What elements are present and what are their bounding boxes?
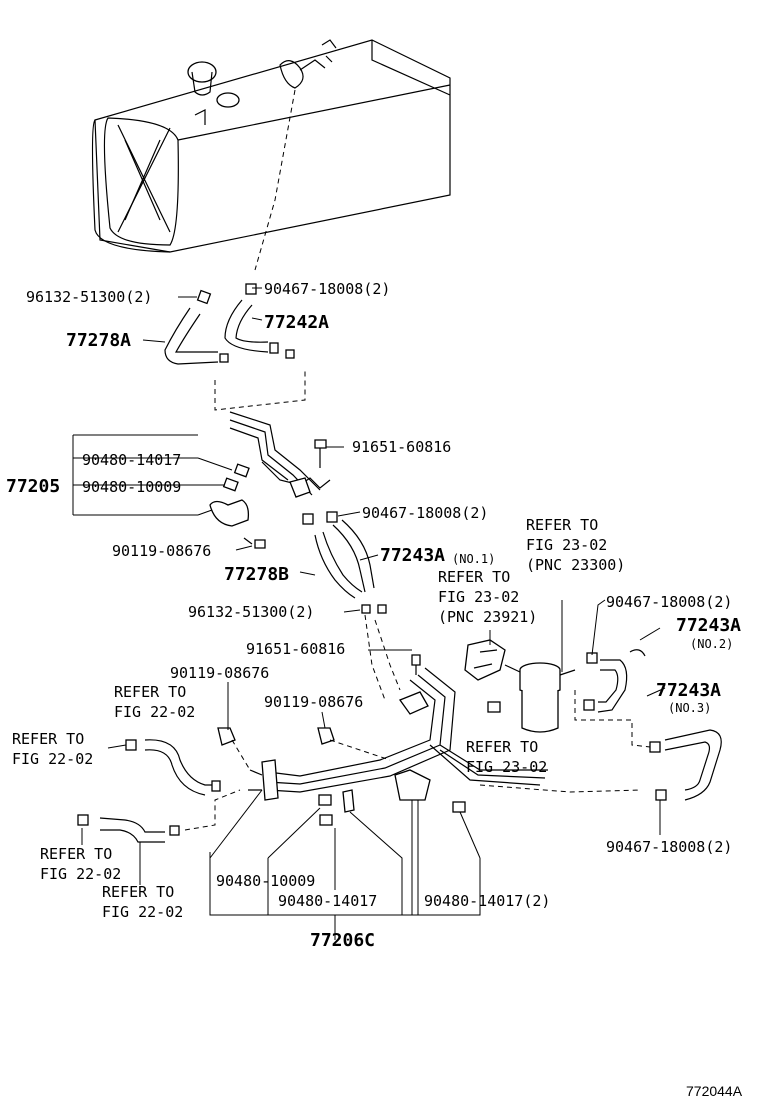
part-labels: 96132-51300(2) 90467-18008(2) 77242A 772… [6, 280, 743, 1099]
line-assembly-77206C [248, 654, 548, 826]
hose-77278B [302, 513, 363, 599]
label-77243A-no3: 77243A [656, 680, 721, 701]
label-90467-top: 90467-18008(2) [264, 280, 390, 298]
fuel-filter [464, 639, 576, 733]
svg-text:(PNC 23921): (PNC 23921) [438, 608, 537, 626]
label-90467-right-bottom: 90467-18008(2) [606, 838, 732, 856]
svg-text:FIG 23-02: FIG 23-02 [438, 588, 519, 606]
svg-text:REFER TO: REFER TO [466, 738, 538, 756]
svg-text:REFER TO: REFER TO [40, 845, 112, 863]
label-90119-c: 90119-08676 [264, 693, 363, 711]
hose-77243A-no2 [583, 649, 646, 713]
hose-77243A-no3 [649, 729, 722, 801]
refer-to-22-02-b: REFER TO FIG 22-02 [12, 730, 93, 768]
hose-left-upper [125, 739, 221, 796]
label-77242A: 77242A [264, 312, 329, 333]
refer-to-23300: REFER TO FIG 23-02 (PNC 23300) [526, 516, 625, 574]
label-77243A-no2: 77243A [676, 615, 741, 636]
label-77243A-no2-note: (NO.2) [690, 637, 733, 651]
hose-left-lower [77, 814, 180, 843]
refer-to-23921: REFER TO FIG 23-02 (PNC 23921) [438, 568, 537, 626]
svg-text:(PNC 23300): (PNC 23300) [526, 556, 625, 574]
label-90480-14017: 90480-14017 [82, 451, 181, 469]
refer-to-22-02-d: REFER TO FIG 22-02 [102, 883, 183, 921]
label-77206C: 77206C [310, 930, 375, 951]
svg-text:REFER TO: REFER TO [526, 516, 598, 534]
svg-text:FIG 22-02: FIG 22-02 [114, 703, 195, 721]
refer-to-22-02-a: REFER TO FIG 22-02 [114, 683, 195, 721]
label-90119-a: 90119-08676 [112, 542, 211, 560]
label-96132-mid: 96132-51300(2) [188, 603, 314, 621]
label-90467-mid: 90467-18008(2) [362, 504, 488, 522]
label-90119-b: 90119-08676 [170, 664, 269, 682]
label-91651-a: 91651-60816 [352, 438, 451, 456]
svg-text:REFER TO: REFER TO [102, 883, 174, 901]
hose-77242A [224, 283, 295, 359]
svg-text:FIG 23-02: FIG 23-02 [466, 758, 547, 776]
svg-text:FIG 22-02: FIG 22-02 [40, 865, 121, 883]
label-77243A-no3-note: (NO.3) [668, 701, 711, 715]
hose-77278A [164, 289, 229, 365]
label-90480-14017-b: 90480-14017 [278, 892, 377, 910]
svg-text:FIG 22-02: FIG 22-02 [102, 903, 183, 921]
fuel-tank [91, 39, 451, 253]
label-77278B: 77278B [224, 564, 289, 585]
label-96132-top: 96132-51300(2) [26, 288, 152, 306]
refer-to-23-02: REFER TO FIG 23-02 [466, 738, 547, 776]
label-90480-10009-b: 90480-10009 [216, 872, 315, 890]
svg-text:REFER TO: REFER TO [114, 683, 186, 701]
figure-id: 772044A [686, 1083, 743, 1099]
hose-77243A-no1 [326, 511, 375, 593]
label-77243A-no1: 77243A [380, 545, 445, 566]
svg-text:FIG 23-02: FIG 23-02 [526, 536, 607, 554]
label-91651-b: 91651-60816 [246, 640, 345, 658]
svg-text:REFER TO: REFER TO [12, 730, 84, 748]
svg-text:FIG 22-02: FIG 22-02 [12, 750, 93, 768]
label-77278A: 77278A [66, 330, 131, 351]
refer-to-22-02-c: REFER TO FIG 22-02 [40, 845, 121, 883]
label-90467-right-top: 90467-18008(2) [606, 593, 732, 611]
label-90480-10009: 90480-10009 [82, 478, 181, 496]
svg-text:REFER TO: REFER TO [438, 568, 510, 586]
label-77243A-no1-note: (NO.1) [452, 552, 495, 566]
label-90480-14017-c: 90480-14017(2) [424, 892, 550, 910]
label-77205: 77205 [6, 476, 60, 497]
line-assembly-77205 [209, 411, 331, 527]
